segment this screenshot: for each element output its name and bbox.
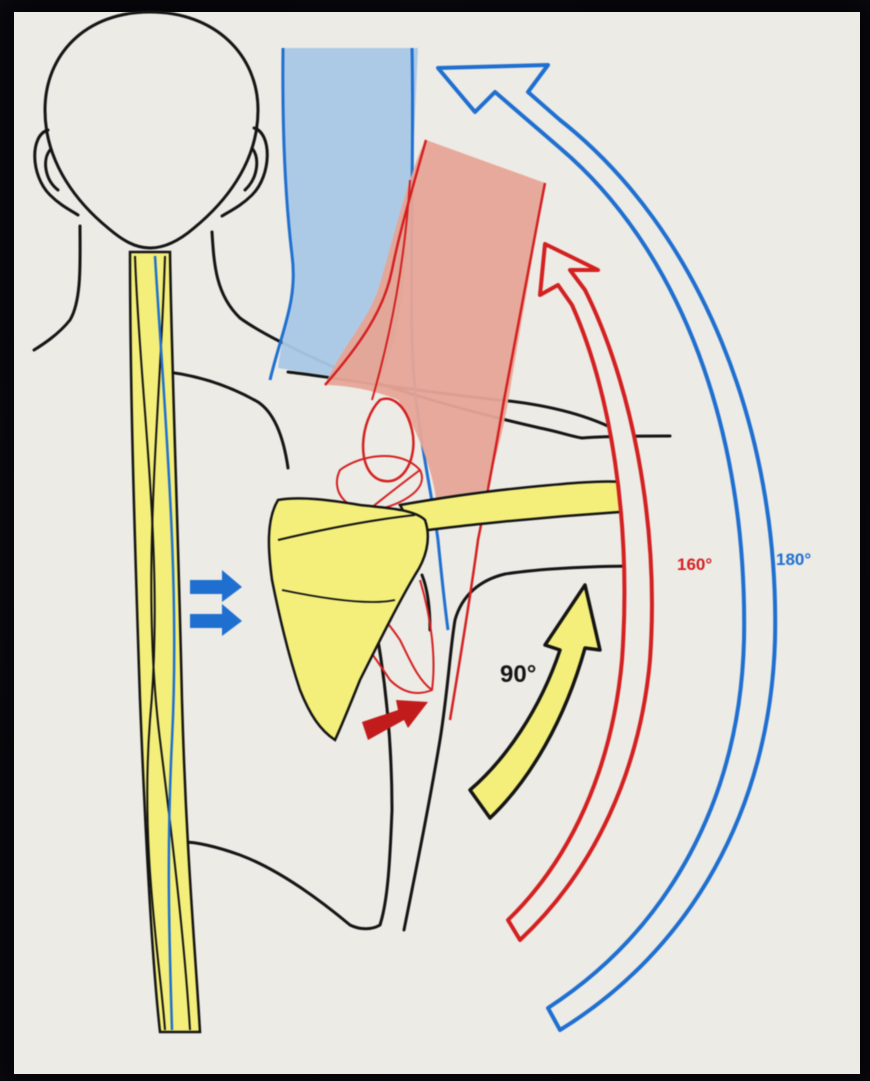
spine-column [130, 252, 200, 1032]
label-90: 90° [500, 661, 536, 688]
left-ear-inner [46, 150, 58, 190]
waist-curve [184, 640, 392, 929]
right-ear [222, 128, 267, 216]
arrow-90 [470, 585, 600, 818]
spine [130, 252, 200, 1032]
label-160: 160° [677, 555, 712, 574]
red-arrow-group [362, 700, 428, 740]
left-ear [35, 130, 78, 215]
blue-arrow-bottom [190, 604, 242, 636]
blue-arrow-top [190, 570, 242, 602]
neck-left [34, 226, 80, 350]
clavicle [400, 481, 626, 532]
arrow-90-shape [470, 585, 600, 818]
red-arrow [362, 700, 428, 740]
blue-arrows [190, 570, 242, 636]
red-loop-1 [363, 399, 413, 481]
label-180: 180° [776, 550, 811, 569]
upper-back [168, 372, 288, 468]
